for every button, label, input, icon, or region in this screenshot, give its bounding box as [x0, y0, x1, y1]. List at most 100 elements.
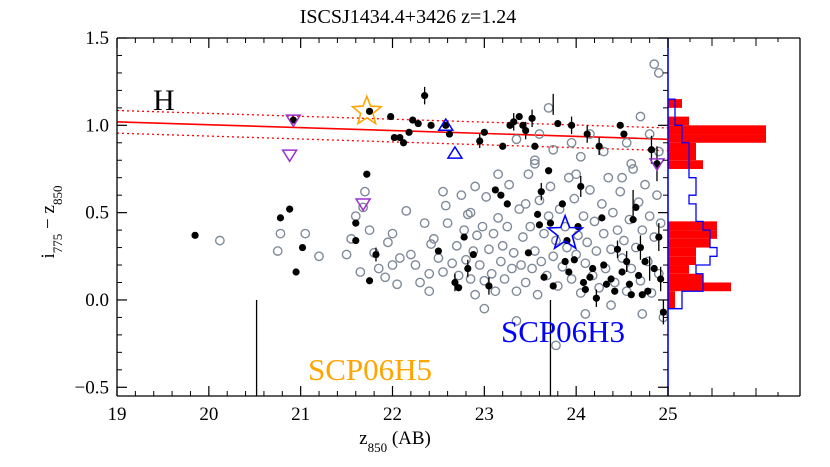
nonmember-point: [470, 289, 481, 300]
member-point: [655, 233, 663, 241]
triangle-down-marker: [284, 114, 302, 128]
histogram-bar: [668, 151, 696, 161]
nonmember-point: [392, 279, 402, 290]
nonmember-point: [637, 225, 648, 235]
nonmember-point: [495, 256, 506, 267]
member-point: [600, 261, 608, 269]
y-tick-label: 1.0: [85, 115, 109, 136]
nonmember-point: [472, 230, 482, 241]
nonmember-point: [534, 129, 545, 139]
nonmember-point: [341, 249, 352, 260]
member-point: [577, 182, 585, 191]
member-point: [503, 200, 511, 208]
member-point: [598, 214, 606, 222]
member-point: [632, 203, 640, 211]
nonmember-point: [520, 199, 531, 209]
nonmember-point: [628, 164, 639, 174]
histogram-bar: [668, 221, 717, 231]
y-axis-label: i775 − z850: [38, 186, 65, 259]
member-point: [476, 137, 484, 145]
panel-label: H: [153, 84, 175, 117]
member-point: [535, 221, 544, 229]
nonmember-point: [488, 228, 499, 239]
member-point: [396, 133, 404, 142]
member-point: [469, 250, 477, 259]
triangle-down-marker: [354, 198, 372, 212]
nonmember-point: [506, 263, 517, 274]
member-point: [641, 257, 649, 266]
member-point: [579, 278, 588, 287]
nonmember-point: [462, 209, 473, 220]
nonmember-point: [653, 146, 664, 157]
histogram-bar: [668, 134, 766, 143]
member-point: [515, 112, 523, 121]
nonmember-point: [608, 207, 618, 218]
member-point: [583, 130, 591, 138]
nonmember-point: [504, 179, 515, 190]
nonmember-point: [438, 186, 448, 197]
nonmember-point: [652, 190, 662, 201]
nonmember-point: [551, 340, 561, 351]
member-point: [191, 231, 199, 239]
member-point: [292, 268, 300, 276]
member-point: [602, 280, 611, 288]
nonmember-point: [575, 151, 586, 162]
nonmember-point: [401, 205, 412, 216]
nonmember-point: [589, 216, 600, 227]
nonmember-point: [440, 200, 451, 211]
nonmember-point: [545, 181, 556, 192]
histogram-bar: [668, 291, 675, 309]
member-point: [480, 128, 488, 136]
member-point: [524, 249, 533, 257]
nonmember-point: [637, 309, 648, 319]
member-point: [533, 210, 542, 218]
nonmember-point: [474, 260, 485, 270]
nonmember-point: [426, 239, 436, 249]
member-point: [421, 92, 429, 100]
member-point: [352, 236, 360, 245]
y-tick-label: 0.5: [85, 203, 109, 224]
nonmember-point: [606, 300, 616, 311]
host-star-blue: [545, 213, 585, 251]
member-point: [581, 285, 589, 294]
nonmember-point: [405, 249, 416, 260]
nonmember-point: [612, 225, 623, 235]
histogram-bar: [668, 256, 696, 266]
nonmember-point: [529, 158, 540, 169]
member-point: [510, 118, 518, 126]
nonmember-point: [383, 237, 393, 248]
nonmember-point: [596, 199, 607, 209]
member-point: [595, 142, 603, 150]
nonmember-point: [508, 247, 519, 258]
histogram-bar: [668, 116, 689, 126]
histogram-bar: [668, 125, 766, 135]
histogram-bar: [668, 142, 696, 152]
member-point: [563, 236, 571, 245]
histogram-bar: [668, 282, 731, 292]
member-point: [592, 294, 600, 302]
plot-area: [117, 59, 668, 396]
member-point: [276, 214, 285, 222]
x-tick-label: 25: [659, 404, 678, 425]
x-tick-label: 23: [475, 404, 494, 425]
member-point: [653, 160, 661, 168]
nonmember-point: [603, 172, 614, 183]
nonmember-point: [477, 221, 488, 232]
nonmember-point: [387, 260, 398, 270]
nonmember-point: [525, 221, 536, 232]
nonmember-point: [644, 129, 655, 139]
nonmember-point: [380, 272, 391, 283]
member-point: [616, 121, 624, 129]
x-tick-label: 24: [567, 404, 587, 425]
member-point: [497, 191, 505, 199]
nonmember-point: [591, 246, 602, 256]
nonmember-point: [527, 263, 537, 274]
nonmember-point: [548, 144, 559, 155]
chart-title: ISCSJ1434.4+3426 z=1.24: [300, 6, 516, 28]
member-point: [589, 264, 597, 273]
nonmember-point: [644, 211, 655, 222]
nonmember-point: [536, 256, 547, 267]
annotation-scp06h5: SCP06H5: [308, 352, 432, 387]
nonmember-point: [520, 277, 531, 288]
nonmember-point: [499, 274, 510, 284]
